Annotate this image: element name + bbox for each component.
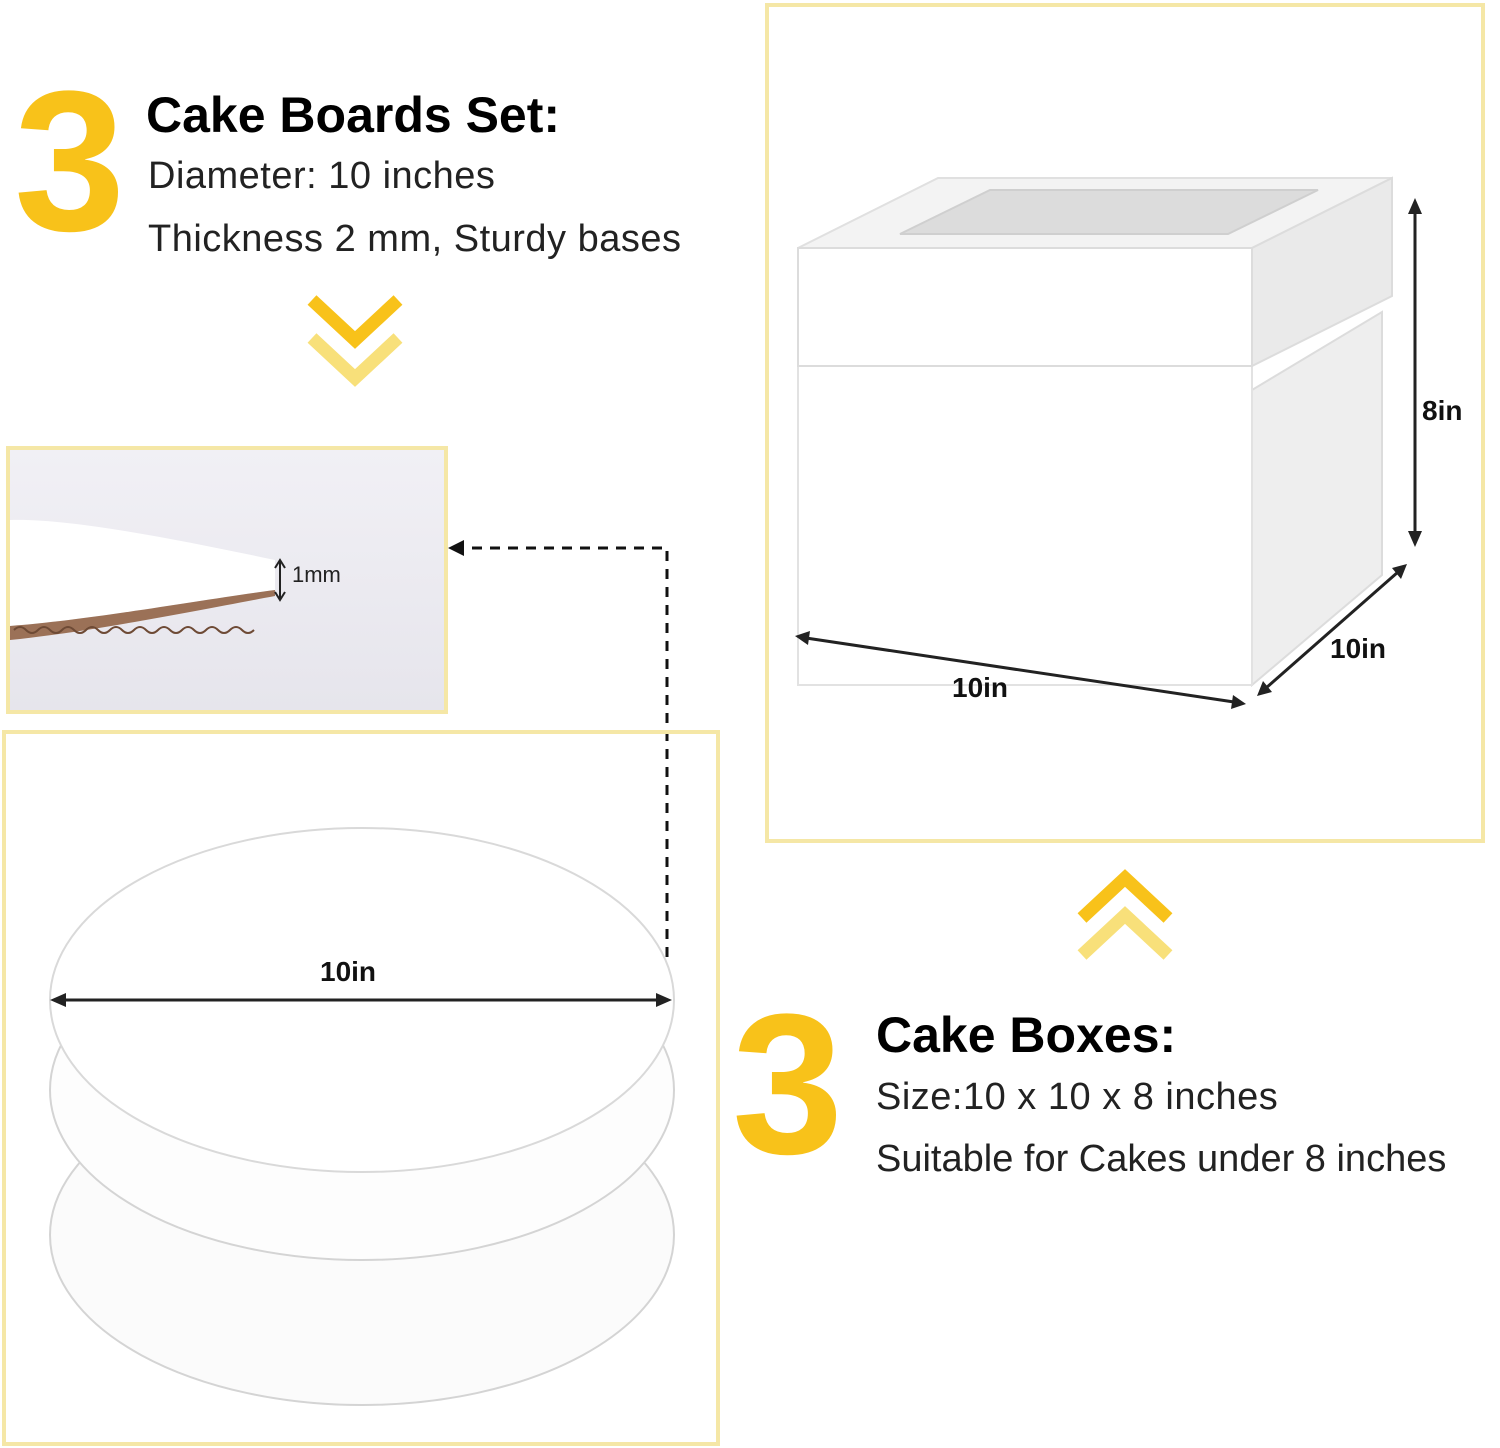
cake-box-photo-frame [765, 3, 1485, 843]
box-width-label: 10in [952, 672, 1009, 703]
boxes-count: 3 [732, 973, 844, 1196]
boards-heading: Cake Boards Set: [146, 87, 561, 143]
boxes-heading: Cake Boxes: [876, 1007, 1177, 1063]
boards-count: 3 [14, 50, 126, 273]
boxes-suitable-text: Suitable for Cakes under 8 inches [876, 1138, 1447, 1180]
boxes-size-text: Size:10 x 10 x 8 inches [876, 1076, 1279, 1118]
board-diameter-label: 10in [320, 956, 377, 987]
thickness-label: 1mm [292, 562, 341, 587]
boards-thickness-text: Thickness 2 mm, Sturdy bases [148, 218, 682, 260]
cake-boards-photo-frame [2, 730, 720, 1446]
boards-diameter-text: Diameter: 10 inches [148, 155, 496, 197]
box-height-label: 8in [1422, 395, 1463, 426]
box-depth-label: 10in [1330, 633, 1387, 664]
board-thickness-photo: 1mm [6, 446, 448, 714]
